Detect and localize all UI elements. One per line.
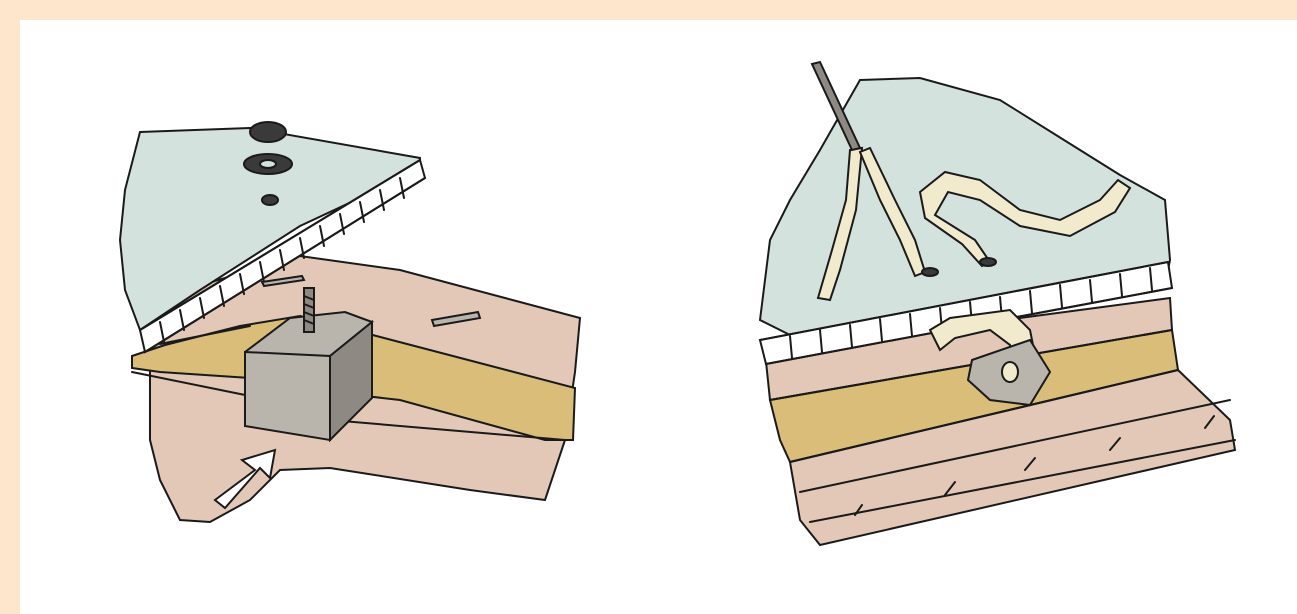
staple-2 (430, 310, 482, 328)
bolt-shaft (303, 287, 315, 333)
bracket-front (244, 350, 331, 442)
right-illustration (758, 60, 1237, 547)
strap-hole-2 (979, 257, 997, 267)
bracket-side (329, 319, 373, 443)
frame-border-top (0, 0, 1297, 20)
strap-left (816, 146, 864, 302)
arrow-icon (213, 448, 277, 510)
frame-border-left (0, 0, 20, 614)
hex-nut (249, 121, 287, 143)
bolt-hole (261, 194, 279, 206)
floor-staples (854, 415, 1215, 516)
panel-sheet (118, 126, 421, 332)
strap-hole-1 (921, 267, 939, 277)
board-top-line (159, 325, 251, 345)
bolt-thread (303, 295, 315, 325)
strap-middle (858, 146, 927, 278)
panel-honeycomb-lines (139, 159, 426, 353)
clamp-slot (1001, 361, 1019, 383)
threading-tool (810, 60, 862, 152)
washer-hole (259, 159, 277, 169)
staple-1 (260, 274, 306, 288)
left-illustration (118, 121, 582, 524)
